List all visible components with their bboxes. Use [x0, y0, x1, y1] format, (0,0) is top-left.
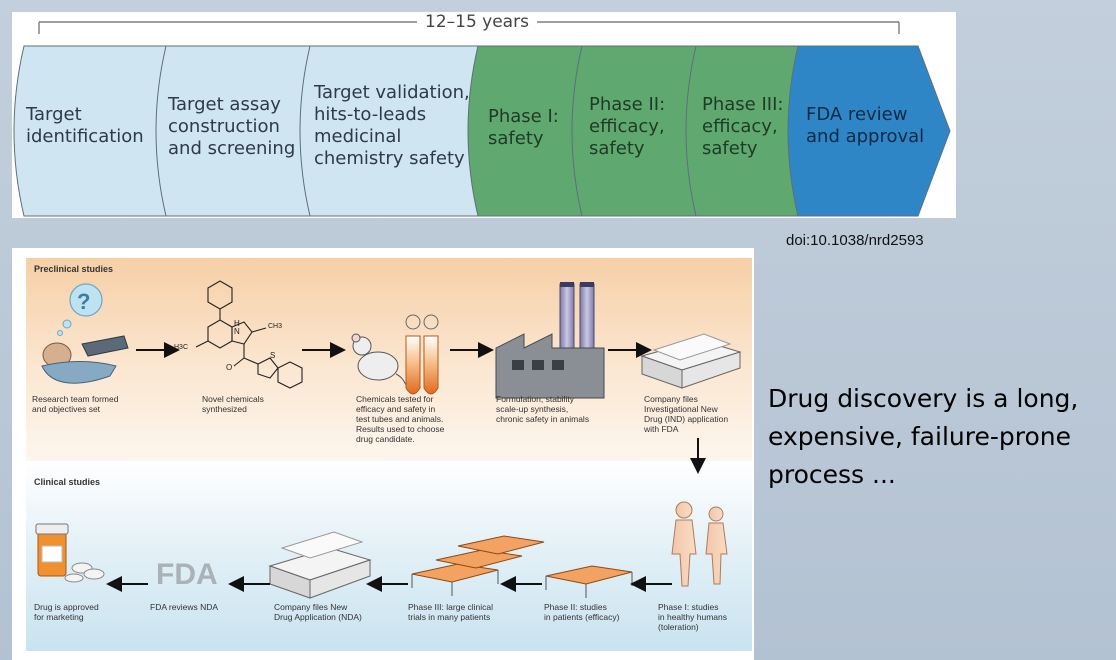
- caption-phase-1: Phase I: studies in healthy humans (tole…: [658, 602, 727, 632]
- caption-ind-application: Company files Investigational New Drug (…: [644, 394, 729, 434]
- pill-bottle-illustration: [35, 523, 105, 583]
- stage-label-fda-review: FDA review and approval: [806, 104, 925, 147]
- caption-novel-chemicals: Novel chemicals synthesized: [202, 394, 264, 414]
- stage-label-phase-2: Phase II: efficacy, safety: [589, 94, 666, 159]
- caption-phase-2: Phase II: studies in patients (efficacy): [544, 602, 620, 622]
- phase-2-bed-illustration: [545, 565, 633, 598]
- nda-application-box-icon: [268, 531, 372, 599]
- chem-nh-label: H N: [234, 319, 240, 336]
- stage-label-target-validation: Target validation, hits-to-leads medicin…: [314, 82, 470, 169]
- stage-label-phase-1: Phase I: safety: [488, 106, 559, 149]
- phase-3-beds-illustration: [411, 535, 545, 596]
- preclinical-flow-arrows: [136, 342, 706, 474]
- duration-label: 12–15 years: [417, 12, 537, 32]
- chem-ch3-right-label: CH3: [268, 323, 283, 330]
- ind-application-box-icon: [640, 333, 742, 389]
- caption-research-team: Research team formed and objectives set: [32, 394, 119, 414]
- chem-s-label: S: [270, 351, 276, 360]
- caption-phase-3: Phase III: large clinical trials in many…: [408, 602, 494, 622]
- pipeline-graphic: [13, 21, 951, 217]
- caption-formulation: Formulation, stability scale-up synthesi…: [496, 394, 590, 424]
- caption-fda-reviews: FDA reviews NDA: [150, 602, 219, 612]
- thought-bubble-icon: [69, 283, 103, 317]
- doi-reference: doi:10.1038/nrd2593: [786, 232, 924, 249]
- stage-label-target-assay: Target assay construction and screening: [168, 94, 296, 159]
- drug-development-figure: Preclinical studies Clinical studies ? H…: [12, 248, 754, 660]
- research-team-illustration: [41, 283, 129, 384]
- stage-label-phase-3: Phase III: efficacy, safety: [702, 94, 784, 159]
- tagline-text: Drug discovery is a long, expensive, fai…: [768, 384, 1079, 489]
- question-mark-icon: ?: [77, 289, 91, 314]
- caption-drug-approved: Drug is approved for marketing: [34, 602, 99, 622]
- caption-nda-application: Company files New Drug Application (NDA): [274, 602, 362, 622]
- lab-testing-illustration: [351, 314, 439, 395]
- test-tubes-icon: [405, 314, 439, 395]
- factory-illustration: [495, 282, 605, 399]
- clinical-band: [26, 461, 752, 651]
- clinical-title: Clinical studies: [34, 477, 101, 487]
- pipeline-panel: 12–15 years Target identification Target…: [12, 12, 956, 218]
- fda-logo: FDA: [156, 558, 218, 591]
- figure-illustrations: [35, 280, 742, 599]
- chemical-structure-illustration: [195, 280, 303, 389]
- chem-ch3-left-label: H3C: [174, 344, 189, 351]
- caption-chemicals-tested: Chemicals tested for efficacy and safety…: [356, 394, 445, 444]
- chem-o-label: O: [226, 363, 233, 372]
- healthy-humans-illustration: [671, 501, 728, 587]
- stage-label-target-identification: Target identification: [26, 104, 144, 147]
- stage-shape-fda-review: [787, 45, 951, 217]
- preclinical-title: Preclinical studies: [34, 264, 114, 274]
